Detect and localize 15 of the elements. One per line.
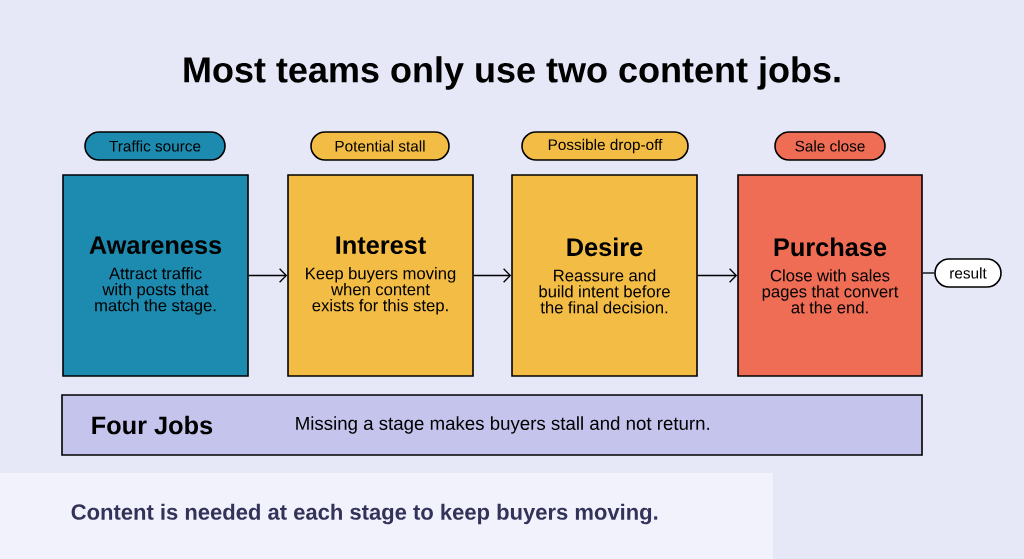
arrow <box>697 268 738 283</box>
tag-pill: Sale close <box>774 131 886 161</box>
stage-box: Purchase Close with sales pages that convert at the end. <box>737 174 923 377</box>
tag-pill: Potential stall <box>310 131 450 161</box>
tag-pill: Possible drop-off <box>521 131 689 161</box>
summary-band: Four Jobs Missing a stage makes buyers stall and not return. <box>61 394 923 456</box>
stage-box: Desire Reassure and build intent before the final decision. <box>511 174 698 377</box>
stage-box: Awareness Attract traffic with posts that match the stage. <box>62 174 249 377</box>
arrow <box>473 268 512 283</box>
stage-box: Interest Keep buyers moving when content exists for this step. <box>287 174 474 377</box>
tag-pill: Traffic source <box>84 131 226 161</box>
arrow <box>248 268 288 283</box>
caption-panel: Content is needed at each stage to keep buyers moving. <box>0 473 773 559</box>
tag-pill: result <box>934 258 1002 288</box>
title: Most teams only use two content jobs. <box>184 56 840 90</box>
